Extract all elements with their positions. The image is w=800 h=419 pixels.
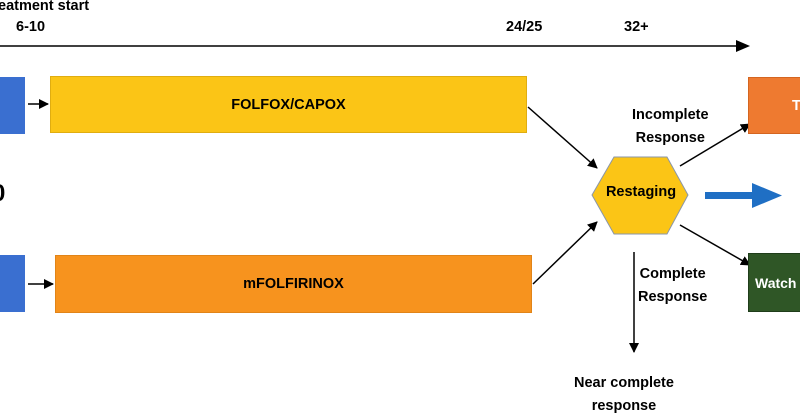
mfolfirinox-label: mFOLFIRINOX <box>243 276 344 292</box>
timeline-tick-24-25: 24/25 <box>506 19 543 35</box>
timeline-tick-6-10: 6-10 <box>16 19 46 35</box>
arrow-mfolfirinox-to-restaging <box>532 221 598 285</box>
folfox-capox-box: FOLFOX/CAPOX <box>50 76 527 133</box>
left-edge-label: 0 <box>0 180 5 208</box>
mfolfirinox-box: mFOLFIRINOX <box>55 255 532 313</box>
outcome-top-label: T <box>792 97 800 114</box>
outcome-box-top: T <box>748 77 800 134</box>
blue-arrow <box>705 183 782 208</box>
arrow-restaging-to-watch <box>679 224 751 266</box>
timeline-tick-32-plus: 32+ <box>624 19 649 35</box>
arrow-restaging-to-tna <box>679 123 751 167</box>
restaging-label: Restaging <box>605 184 677 200</box>
timeline-arrowhead <box>736 40 750 52</box>
restaging-hexagon <box>591 156 689 235</box>
timeline-header-label: eatment start <box>0 0 90 14</box>
left-blue-box-top <box>0 77 25 134</box>
near-complete-response-label: Near complete response <box>574 375 674 414</box>
arrow-folfox-to-restaging <box>527 106 598 169</box>
folfox-capox-label: FOLFOX/CAPOX <box>231 96 346 113</box>
left-blue-box-bottom <box>0 255 25 312</box>
incomplete-response-label: Incomplete Response <box>632 107 709 146</box>
watch-label: Watch <box>755 274 797 291</box>
watch-and-wait-box: Watch <box>748 253 800 312</box>
complete-response-label: Complete Response <box>638 266 708 305</box>
